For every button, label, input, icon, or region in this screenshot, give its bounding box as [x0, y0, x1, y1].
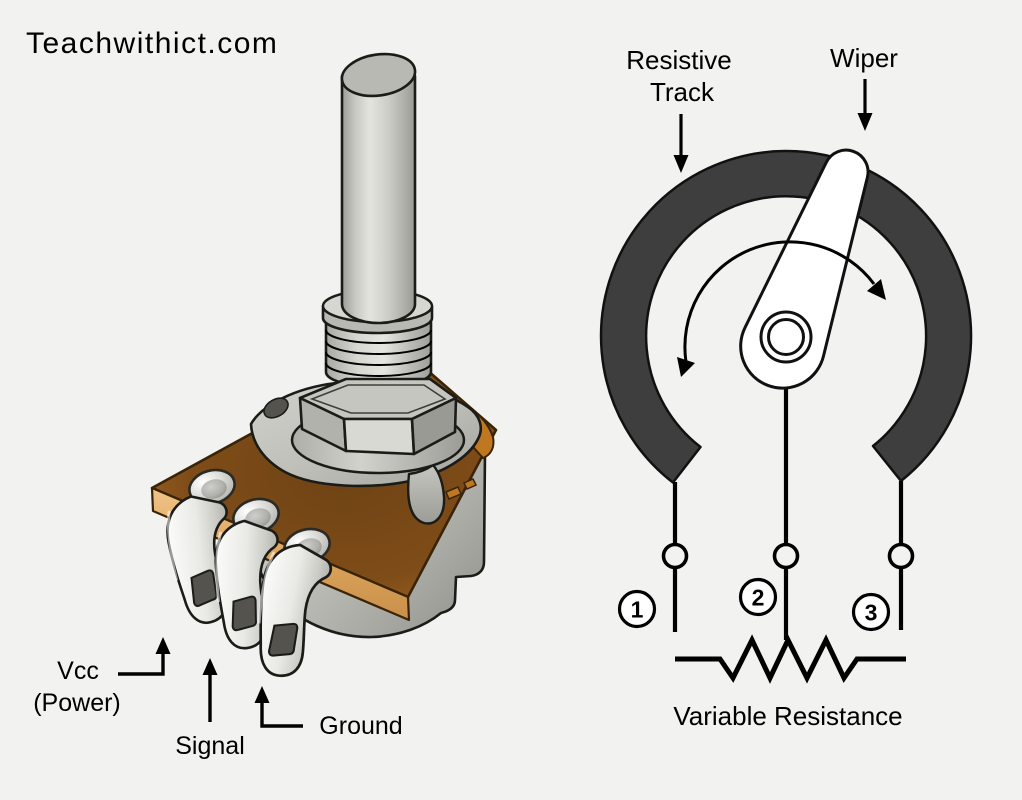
ground-arrowhead — [254, 686, 270, 703]
ground-label: Ground — [319, 712, 402, 740]
threaded-bushing — [324, 320, 433, 389]
terminal-1-number: 1 — [631, 597, 644, 623]
resistor-symbol — [675, 634, 906, 684]
cover-notch-hole — [263, 397, 289, 419]
terminal-2-badge: 2 — [738, 577, 778, 617]
signal-label: Signal — [175, 732, 245, 760]
terminal-1-node — [661, 542, 689, 570]
vcc-label: Vcc — [57, 657, 99, 685]
rotation-arrowhead-right — [867, 279, 886, 300]
rotation-arrowhead-left — [677, 357, 695, 377]
resistive-track-arrowhead — [673, 155, 689, 173]
wiper-pivot-inner — [767, 318, 805, 356]
pin-labels: Vcc (Power) Signal Ground — [33, 637, 403, 760]
vcc-sub-label: (Power) — [33, 689, 121, 717]
variable-resistance-label: Variable Resistance — [673, 701, 902, 731]
resistive-track-label-line1: Resistive — [626, 45, 731, 75]
rotation-arrow-arc — [683, 240, 876, 363]
resistive-track-label-line2: Track — [650, 77, 715, 107]
resistive-track-ring — [599, 149, 973, 484]
terminal-3-node — [887, 542, 915, 570]
vcc-arrowhead — [155, 637, 171, 654]
cover-cutout-1 — [445, 486, 462, 500]
terminal-2-node — [772, 542, 800, 570]
cover-cutout-2 — [462, 478, 478, 490]
potentiometer-illustration: Vcc (Power) Signal Ground — [33, 52, 498, 760]
watermark: Teachwithict.com — [26, 27, 278, 60]
shaft — [340, 52, 417, 325]
terminal-2-number: 2 — [752, 585, 765, 611]
terminal-3-badge: 3 — [851, 592, 891, 632]
wiper-label: Wiper — [830, 43, 898, 73]
hex-nut — [298, 377, 458, 456]
signal-arrowhead — [202, 658, 218, 675]
ground-leader-line — [260, 701, 303, 728]
potentiometer-schematic: Resistive Track Wiper 1 — [599, 43, 973, 731]
wiper-arrowhead — [857, 113, 873, 131]
terminal-1-badge: 1 — [617, 589, 657, 629]
terminal-3-number: 3 — [865, 600, 878, 626]
cover-finger-tab — [407, 463, 446, 525]
vcc-leader-line — [118, 652, 165, 676]
